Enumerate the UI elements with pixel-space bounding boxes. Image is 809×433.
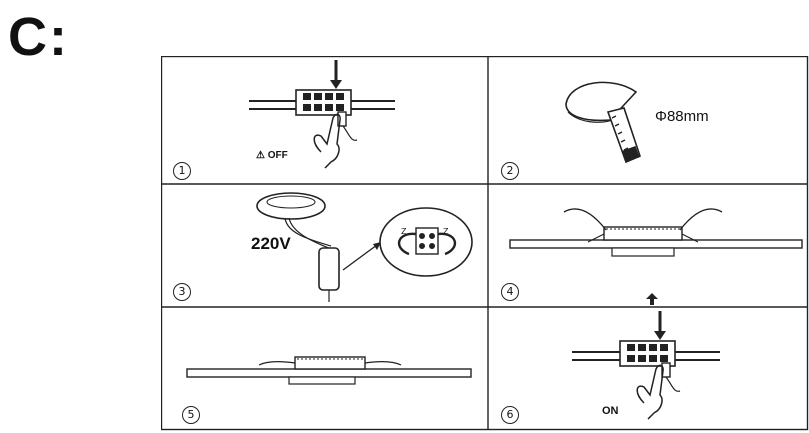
voltage-label: 220V: [251, 234, 291, 253]
step-number: 6: [501, 406, 519, 424]
driver-wiring-icon: Z Z: [256, 192, 473, 302]
section-label: C:: [8, 7, 69, 67]
step-1-panel: 1 ⚠ OFF: [161, 56, 488, 184]
power-off-warning: ⚠ OFF: [256, 150, 288, 161]
step-number: 1: [173, 162, 191, 180]
step-5-panel: 5: [161, 307, 488, 430]
ceiling-cut-hole-saw-icon: [565, 81, 641, 164]
svg-text:Z: Z: [401, 227, 407, 236]
power-on-label: ON: [602, 405, 619, 417]
step-number: 5: [182, 406, 200, 424]
wire-connector-power-off-icon: [249, 60, 395, 169]
step-2-panel: 2 Φ88mm: [488, 56, 808, 184]
step-3-panel: Z Z 3 220V: [161, 184, 488, 307]
step-6-panel: 6 ON: [488, 307, 808, 430]
installation-steps-grid: 1 ⚠ OFF 2 Φ88mm: [161, 56, 809, 433]
step-4-panel: 4: [488, 184, 808, 307]
wire-connector-power-on-icon: [572, 311, 720, 420]
step-number: 2: [501, 162, 519, 180]
hole-diameter-label: Φ88mm: [655, 108, 709, 125]
spring-clips-panel-icon: [509, 208, 803, 257]
step-number: 3: [173, 283, 191, 301]
arrow-up-icon: [646, 293, 658, 305]
svg-text:Z: Z: [443, 227, 449, 236]
grid-lines: [161, 56, 809, 431]
panel-installed-icon: [186, 356, 472, 385]
step-number: 4: [501, 283, 519, 301]
